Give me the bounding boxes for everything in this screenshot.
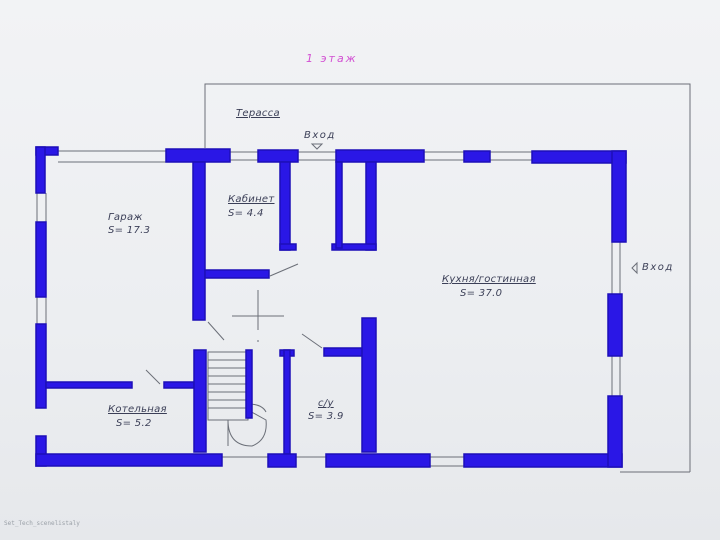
kitchen-area-label: S= 37.0: [460, 288, 503, 299]
study-area-label: S= 4.4: [228, 208, 264, 219]
entrance-right-arrow: [631, 261, 638, 275]
status-bar-text: Set_Tech_scenelistaly: [4, 520, 80, 527]
wc-area-label: S= 3.9: [308, 411, 344, 422]
door-swings: [145, 263, 323, 385]
boiler-area-label: S= 5.2: [116, 418, 152, 429]
entrance-top-arrow: [310, 143, 324, 150]
terrace-outline: [204, 83, 691, 473]
boiler-name-label: Котельная: [108, 404, 167, 415]
floor-title: 1 этаж: [306, 52, 358, 65]
entrance-right-label: Вход: [642, 262, 674, 273]
entrance-top-label: Вход: [304, 130, 336, 141]
terrace-label: Терасса: [236, 108, 280, 119]
staircase: [207, 351, 267, 447]
garage-area-label: S= 17.3: [108, 225, 151, 236]
garage-name-label: Гараж: [108, 212, 143, 223]
window-lines: [36, 150, 621, 467]
walls: [35, 146, 627, 468]
study-name-label: Кабинет: [228, 194, 275, 205]
kitchen-name-label: Кухня/гостинная: [442, 274, 536, 285]
wc-name-label: с/у: [318, 398, 334, 409]
